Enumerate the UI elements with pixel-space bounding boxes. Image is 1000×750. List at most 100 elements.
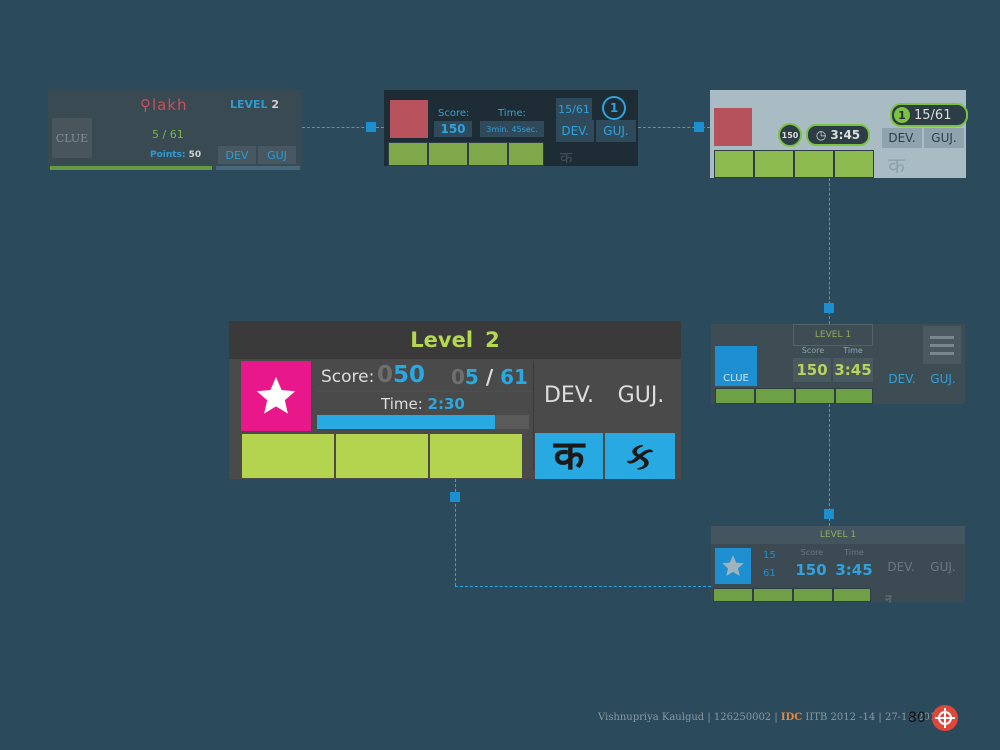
answer-slot[interactable] <box>713 588 753 602</box>
answer-slot[interactable] <box>508 142 544 166</box>
progress-denominator: 61 <box>763 568 776 579</box>
answer-slot[interactable] <box>793 588 833 602</box>
score-label: Score <box>801 346 825 355</box>
answer-slot[interactable] <box>429 433 523 479</box>
page-number: 80 <box>908 710 926 726</box>
dev-button[interactable]: DEV. <box>888 372 916 386</box>
menu-icon[interactable] <box>923 326 961 364</box>
connector-line-6 <box>455 586 711 587</box>
design-iteration-5: LEVEL 1 15 61 Score Time 150 3:45 DEV. G… <box>711 526 965 606</box>
connector-line-1 <box>302 127 384 128</box>
time-progress-fill <box>317 415 496 429</box>
answer-slot[interactable] <box>428 142 468 166</box>
time-display: Time: 2:30 <box>381 395 465 413</box>
level-header: LEVEL 1 <box>711 526 965 544</box>
letter-tile[interactable]: क <box>560 148 573 167</box>
points-display: Points: 50 <box>150 150 202 160</box>
star-icon <box>722 555 744 576</box>
dev-button[interactable]: DEV. <box>543 382 595 408</box>
guj-button[interactable]: GUJ. <box>930 372 956 386</box>
logo-icon <box>932 705 958 731</box>
answer-bar <box>50 166 212 170</box>
letter-bar <box>216 166 300 170</box>
time-label: Time <box>844 548 864 557</box>
score-label: Score: <box>438 108 470 119</box>
clue-button[interactable]: CLUE <box>52 118 92 158</box>
design-iteration-4: LEVEL 1 CLUE Score Time 150 3:45 DEV. GU… <box>711 324 965 404</box>
level-indicator: LEVEL 2 <box>230 98 280 111</box>
guj-button[interactable]: GUJ. <box>617 382 665 408</box>
score-value: 150 <box>793 358 831 382</box>
letter-tile[interactable]: न <box>885 592 892 606</box>
score-label: Score <box>800 548 824 557</box>
time-badge: ◷3:45 <box>806 124 870 146</box>
score-badge: 150 <box>778 123 802 147</box>
time-value: 3:45 <box>835 561 873 579</box>
dev-button[interactable]: DEV. <box>887 560 915 574</box>
score-value: 050 <box>377 362 426 388</box>
clock-icon: ◷ <box>815 128 827 142</box>
level-label: LEVEL 1 <box>793 324 873 346</box>
dev-button[interactable]: DEV. <box>556 120 594 142</box>
score-value: 150 <box>795 561 827 579</box>
dev-button[interactable]: DEV <box>218 146 256 164</box>
clue-button[interactable] <box>241 361 311 431</box>
clue-button[interactable]: CLUE <box>715 346 757 386</box>
answer-slot[interactable] <box>833 588 871 602</box>
time-label: Time: <box>498 108 526 119</box>
answer-slot[interactable] <box>388 142 428 166</box>
app-logo: ⚲lakh <box>140 96 188 114</box>
answer-slot[interactable] <box>241 433 335 479</box>
answer-slot[interactable] <box>714 150 754 178</box>
answer-slot[interactable] <box>834 150 874 178</box>
connector-node-4 <box>824 509 834 519</box>
clue-button[interactable] <box>715 548 751 584</box>
answer-slot[interactable] <box>468 142 508 166</box>
letter-tile-guj[interactable]: ક <box>605 433 675 479</box>
connector-node-3 <box>824 303 834 313</box>
score-value: 150 <box>434 121 472 137</box>
guj-button[interactable]: GUJ. <box>924 128 964 148</box>
design-iteration-1: CLUE ⚲lakh LEVEL 2 5 / 61 Points: 50 DEV… <box>48 90 302 170</box>
answer-slot[interactable] <box>835 388 873 404</box>
clue-tile[interactable] <box>714 108 752 146</box>
progress-fraction: 15/61 <box>556 98 592 120</box>
divider <box>317 391 531 392</box>
time-value: 3:45 <box>833 358 873 382</box>
time-label: Time <box>843 346 863 355</box>
answer-slot[interactable] <box>754 150 794 178</box>
divider <box>533 361 534 471</box>
progress-numerator: 15 <box>763 550 776 561</box>
letter-tile[interactable]: क <box>888 154 905 179</box>
connector-line-2 <box>638 127 710 128</box>
design-iteration-2: Score: Time: 150 3min. 45sec. 15/61 1 DE… <box>384 90 638 167</box>
connector-line-5 <box>455 479 456 586</box>
clue-tile[interactable] <box>390 100 428 138</box>
answer-slot[interactable] <box>755 388 795 404</box>
answer-slot[interactable] <box>715 388 755 404</box>
connector-line-4 <box>829 404 830 526</box>
letter-tile-dev[interactable]: क <box>535 433 603 479</box>
guj-button[interactable]: GUJ <box>258 146 296 164</box>
time-value: 3min. 45sec. <box>480 121 544 137</box>
connector-node-1 <box>366 122 376 132</box>
progress-fraction: 5 / 61 <box>152 128 184 141</box>
dev-button[interactable]: DEV. <box>882 128 922 148</box>
answer-slot[interactable] <box>794 150 834 178</box>
answer-slot[interactable] <box>753 588 793 602</box>
answer-slot[interactable] <box>335 433 429 479</box>
score-label: Score: <box>321 367 375 387</box>
level-badge: 1 <box>602 96 626 120</box>
guj-button[interactable]: GUJ. <box>930 560 956 574</box>
star-icon <box>256 376 296 414</box>
guj-button[interactable]: GUJ. <box>596 120 636 142</box>
footer-credit: Vishnupriya Kaulgud | 126250002 | IDC II… <box>598 712 943 723</box>
connector-line-3 <box>829 178 830 324</box>
connector-node-2 <box>694 122 704 132</box>
answer-slot[interactable] <box>795 388 835 404</box>
progress-fraction: 05 / 61 <box>451 365 528 389</box>
